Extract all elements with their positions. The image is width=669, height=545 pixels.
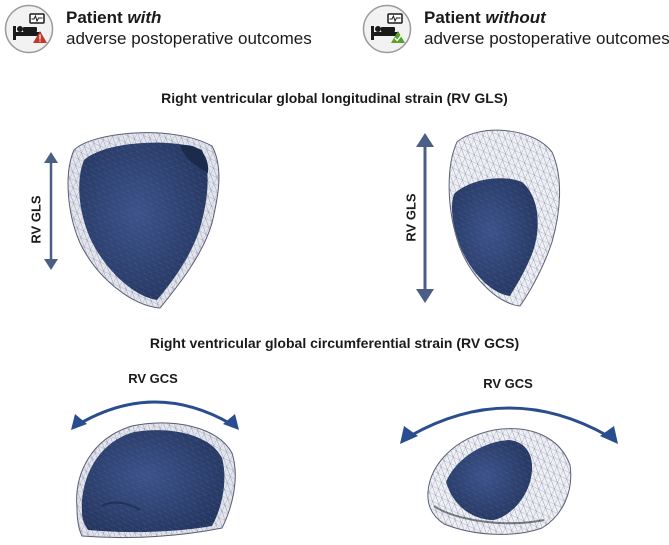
gls-left-arrow <box>44 152 58 270</box>
header-with-emphasis: with <box>127 8 162 27</box>
header-without-prefix: Patient <box>424 8 486 27</box>
gcs-left-label: RV GCS <box>128 371 178 386</box>
patient-bed-warning-icon <box>4 4 54 54</box>
gls-left-label: RV GLS <box>28 195 44 244</box>
header-without-emphasis: without <box>485 8 546 27</box>
gls-right-arrow <box>416 133 434 303</box>
gcs-title: Right ventricular global circumferential… <box>149 335 520 351</box>
gcs-right-arrow <box>400 406 618 444</box>
header-with-line2: adverse postoperative outcomes <box>66 29 312 48</box>
gls-title: Right ventricular global longitudinal st… <box>161 90 508 106</box>
header-without-line2: adverse postoperative outcomes <box>424 29 669 48</box>
gcs-right-heart <box>427 428 572 535</box>
gls-left-heart <box>67 132 220 309</box>
header-with: Patient with adverse postoperative outco… <box>4 4 334 56</box>
gcs-right-label: RV GCS <box>483 376 533 391</box>
header-with-prefix: Patient <box>66 8 128 27</box>
gcs-left-arrow <box>71 400 239 430</box>
header-without: Patient without adverse postoperative ou… <box>362 4 669 56</box>
gls-right-heart <box>448 129 560 307</box>
gcs-left-heart <box>76 422 236 539</box>
patient-bed-check-icon <box>362 4 412 54</box>
gls-right-label: RV GLS <box>403 193 419 242</box>
